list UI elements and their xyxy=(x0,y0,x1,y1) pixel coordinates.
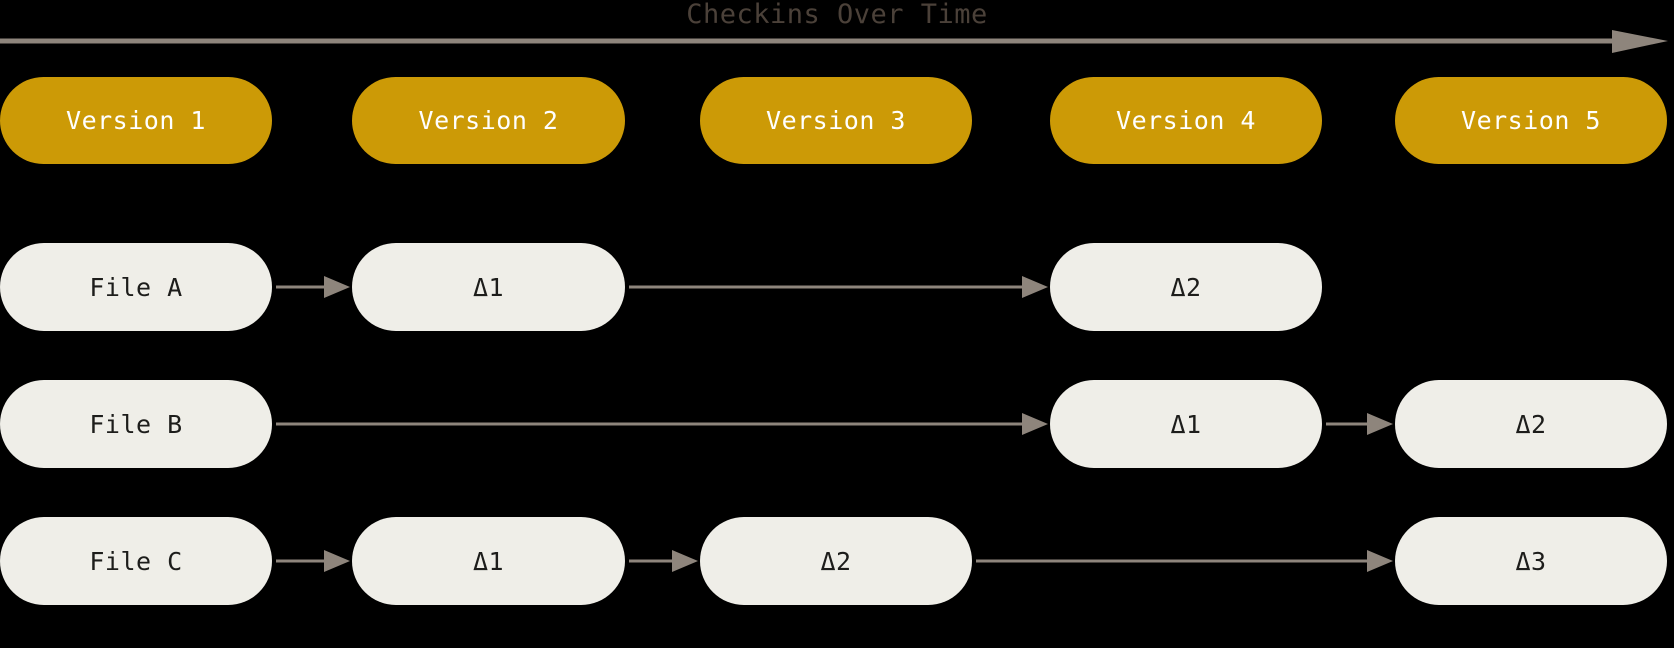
version-pill-v4[interactable]: Version 4 xyxy=(1050,77,1322,164)
node-file-b-v1[interactable]: File B xyxy=(0,380,272,468)
edge-arrowhead-file-c-v1-v2 xyxy=(324,550,350,572)
edge-arrowhead-file-b-v1-v4 xyxy=(1022,413,1048,435)
node-label: File C xyxy=(89,546,183,576)
node-file-b-v4[interactable]: Δ1 xyxy=(1050,380,1322,468)
node-file-a-v4[interactable]: Δ2 xyxy=(1050,243,1322,331)
version-pill-label: Version 5 xyxy=(1461,106,1601,135)
node-file-c-v5[interactable]: Δ3 xyxy=(1395,517,1667,605)
timeline-arrow xyxy=(0,30,1668,53)
edge-arrowhead-file-a-v1-v2 xyxy=(324,276,350,298)
node-file-c-v3[interactable]: Δ2 xyxy=(700,517,972,605)
edge-arrowhead-file-c-v3-v5 xyxy=(1367,550,1393,572)
node-file-a-v2[interactable]: Δ1 xyxy=(352,243,625,331)
version-pill-v1[interactable]: Version 1 xyxy=(0,77,272,164)
node-label: Δ3 xyxy=(1515,546,1547,576)
node-label: Δ2 xyxy=(1515,409,1547,439)
version-pill-label: Version 4 xyxy=(1116,106,1256,135)
node-label: File A xyxy=(89,272,183,302)
node-label: Δ1 xyxy=(472,546,505,576)
node-label: Δ2 xyxy=(1170,272,1202,302)
node-label: Δ1 xyxy=(1170,409,1202,439)
version-pill-label: Version 3 xyxy=(766,106,906,135)
node-label: Δ1 xyxy=(472,272,505,302)
node-file-c-v2[interactable]: Δ1 xyxy=(352,517,625,605)
version-pill-label: Version 2 xyxy=(418,106,559,135)
diagram-title: Checkins Over Time xyxy=(686,0,988,30)
node-label: File B xyxy=(89,409,183,439)
node-label: Δ2 xyxy=(820,546,852,576)
version-pill-v5[interactable]: Version 5 xyxy=(1395,77,1667,164)
edge-arrowhead-file-c-v2-v3 xyxy=(672,550,698,572)
edge-arrowhead-file-b-v4-v5 xyxy=(1367,413,1393,435)
node-file-b-v5[interactable]: Δ2 xyxy=(1395,380,1667,468)
node-file-a-v1[interactable]: File A xyxy=(0,243,272,331)
edge-arrowhead-file-a-v2-v4 xyxy=(1022,276,1048,298)
version-pill-v3[interactable]: Version 3 xyxy=(700,77,972,164)
node-file-c-v1[interactable]: File C xyxy=(0,517,272,605)
version-pill-v2[interactable]: Version 2 xyxy=(352,77,625,164)
version-pill-label: Version 1 xyxy=(66,106,206,135)
